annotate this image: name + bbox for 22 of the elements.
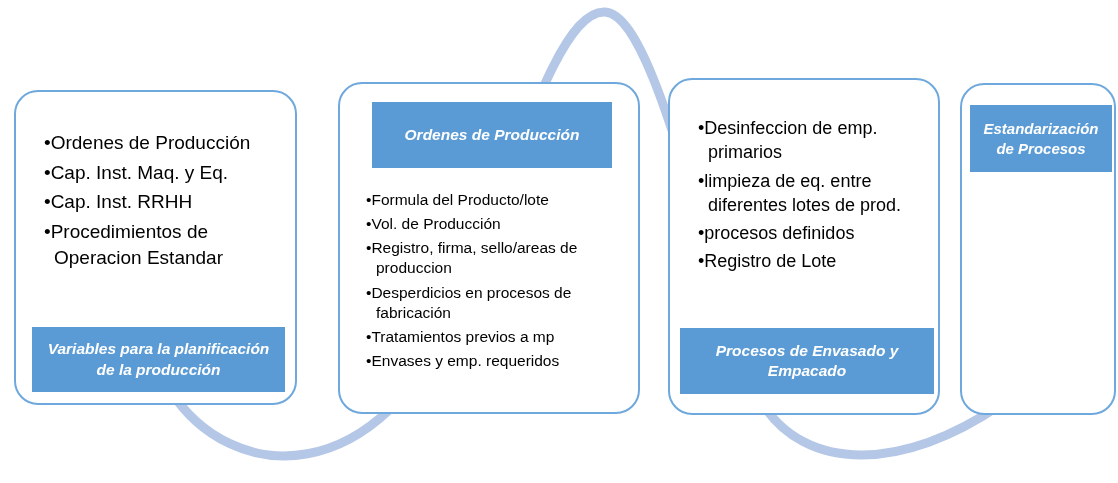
bullet-item: •limpieza de eq. entre diferentes lotes de prod.	[698, 169, 903, 217]
title-banner: Ordenes de Producción	[372, 102, 612, 168]
card-panel	[960, 83, 1116, 415]
bullet-item: •Vol. de Producción	[366, 214, 502, 235]
card-panel	[668, 78, 940, 415]
bullet-item: •Tratamientos previos a mp	[366, 326, 556, 347]
bullet-item: •Cap. Inst. RRHH	[44, 190, 194, 215]
title-banner: Procesos de Envasado y Empacado	[680, 328, 934, 394]
bullet-item: •Procedimientos de Operacion Estandar	[44, 219, 224, 270]
bullet-item: •Envases y emp. requeridos	[366, 351, 561, 371]
bullet-item: •Desinfeccion de emp. primarios	[698, 117, 879, 165]
bullet-item: •Cap. Inst. Maq. y Eq.	[44, 160, 230, 185]
bullet-item: •Desperdicios en procesos de fabricación	[366, 282, 573, 323]
bullet-item: •procesos definidos	[698, 222, 856, 246]
title-banner: Variables para la planificación de la producción	[32, 327, 285, 392]
bullet-item: •Registro de Lote	[698, 250, 838, 274]
card-panel	[338, 82, 640, 414]
bullet-item: •Formula del Producto/lote	[366, 190, 550, 210]
title-banner: Estandarización de Procesos	[970, 105, 1112, 172]
bullet-item: •Ordenes de Producción	[44, 131, 252, 155]
card-panel	[14, 90, 297, 405]
bullet-item: •Registro, firma, sello/areas de produccion	[366, 238, 579, 279]
